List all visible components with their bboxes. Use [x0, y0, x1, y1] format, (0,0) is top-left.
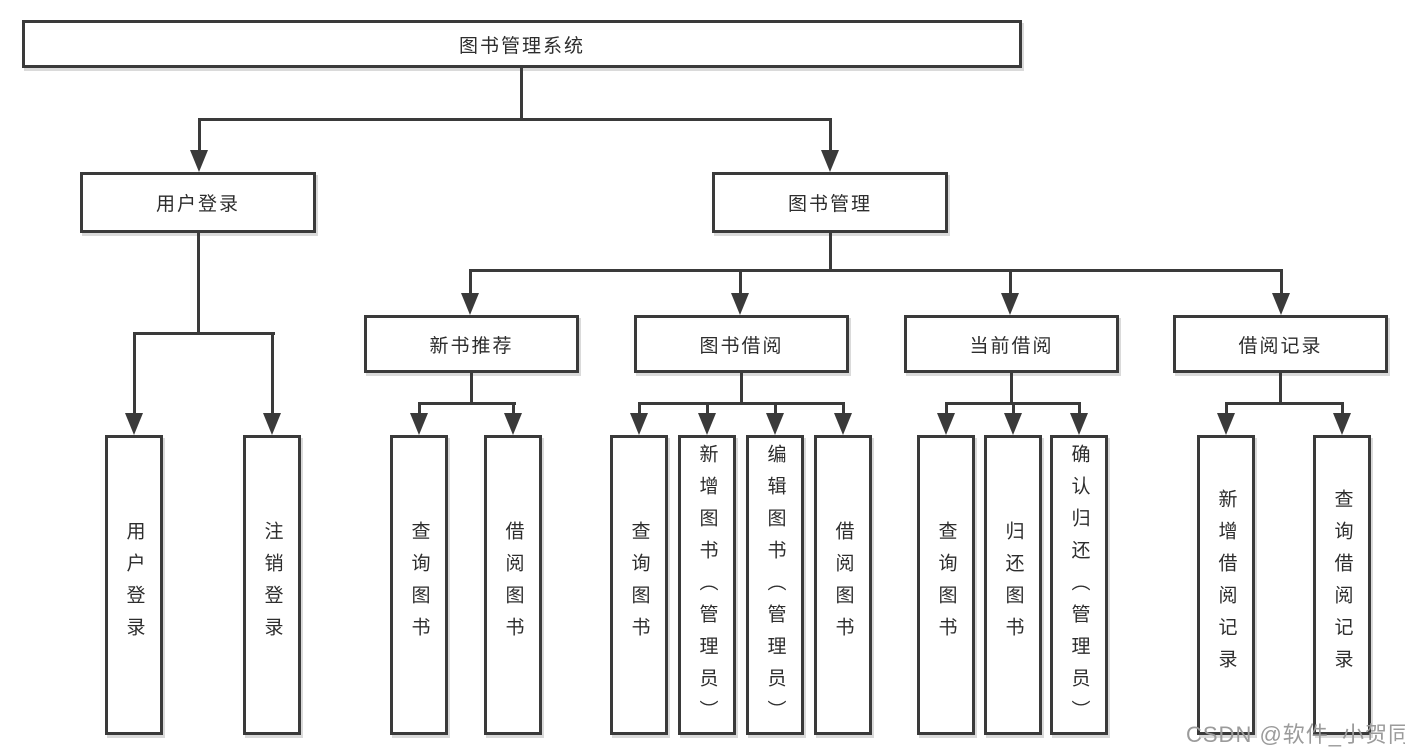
connector-line — [774, 402, 777, 413]
connector-line — [1012, 402, 1015, 413]
connector-line — [520, 66, 523, 120]
leaf-node-return-books: 归还图书 — [984, 435, 1042, 735]
leaf-node-borrow-books-recommend: 借阅图书 — [484, 435, 542, 735]
connector-line — [739, 269, 742, 293]
leaf-node-query-books-recommend: 查询图书 — [390, 435, 448, 735]
connector-line — [638, 402, 845, 405]
arrow-down-icon — [410, 413, 428, 435]
connector-line — [829, 231, 832, 272]
arrow-down-icon — [1272, 293, 1290, 315]
arrow-down-icon — [1070, 413, 1088, 435]
connector-line — [197, 231, 200, 335]
connector-line — [133, 332, 275, 335]
connector-line — [133, 332, 136, 413]
connector-line — [945, 402, 948, 413]
arrow-down-icon — [461, 293, 479, 315]
arrow-down-icon — [125, 413, 143, 435]
arrow-down-icon — [1217, 413, 1235, 435]
connector-line — [638, 402, 641, 413]
leaf-node-borrow-books: 借阅图书 — [814, 435, 872, 735]
connector-line — [470, 371, 473, 405]
connector-line — [469, 269, 472, 293]
branch-node-user-login: 用户登录 — [80, 172, 316, 233]
module-node-borrow-records: 借阅记录 — [1173, 315, 1388, 373]
arrow-down-icon — [937, 413, 955, 435]
arrow-down-icon — [766, 413, 784, 435]
arrow-down-icon — [1333, 413, 1351, 435]
connector-line — [1279, 371, 1282, 405]
branch-node-book-management: 图书管理 — [712, 172, 948, 233]
connector-line — [1280, 269, 1283, 293]
module-node-new-book-recommend: 新书推荐 — [364, 315, 579, 373]
connector-line — [198, 118, 201, 152]
connector-line — [271, 332, 274, 413]
leaf-node-logout: 注销登录 — [243, 435, 301, 735]
csdn-watermark: CSDN @软件_小贺同学 — [1186, 722, 1405, 747]
arrow-down-icon — [630, 413, 648, 435]
arrow-down-icon — [263, 413, 281, 435]
arrow-down-icon — [190, 150, 208, 172]
module-node-book-borrowing: 图书借阅 — [634, 315, 849, 373]
connector-line — [418, 402, 421, 413]
connector-line — [706, 402, 709, 413]
connector-line — [1009, 269, 1012, 293]
connector-line — [740, 371, 743, 405]
leaf-node-edit-books-admin: 编辑图书（管理员） — [746, 435, 804, 735]
arrow-down-icon — [504, 413, 522, 435]
arrow-down-icon — [1001, 293, 1019, 315]
connector-line — [418, 402, 516, 405]
arrow-down-icon — [834, 413, 852, 435]
leaf-node-user-login: 用户登录 — [105, 435, 163, 735]
leaf-node-query-books-current: 查询图书 — [917, 435, 975, 735]
leaf-node-confirm-return-admin: 确认归还（管理员） — [1050, 435, 1108, 735]
leaf-node-query-books-borrowing: 查询图书 — [610, 435, 668, 735]
leaf-node-add-borrow-record: 新增借阅记录 — [1197, 435, 1255, 735]
connector-line — [1341, 402, 1344, 413]
root-node-library-system: 图书管理系统 — [22, 20, 1022, 68]
arrow-down-icon — [1004, 413, 1022, 435]
connector-line — [198, 118, 832, 121]
module-node-current-borrowing: 当前借阅 — [904, 315, 1119, 373]
connector-line — [829, 118, 832, 152]
leaf-node-add-books-admin: 新增图书（管理员） — [678, 435, 736, 735]
connector-line — [1225, 402, 1228, 413]
connector-line — [1078, 402, 1081, 413]
connector-line — [1225, 402, 1344, 405]
arrow-down-icon — [731, 293, 749, 315]
arrow-down-icon — [821, 150, 839, 172]
connector-line — [512, 402, 515, 413]
leaf-node-query-borrow-record: 查询借阅记录 — [1313, 435, 1371, 735]
arrow-down-icon — [698, 413, 716, 435]
connector-line — [842, 402, 845, 413]
connector-line — [469, 269, 1283, 272]
connector-line — [1010, 371, 1013, 405]
